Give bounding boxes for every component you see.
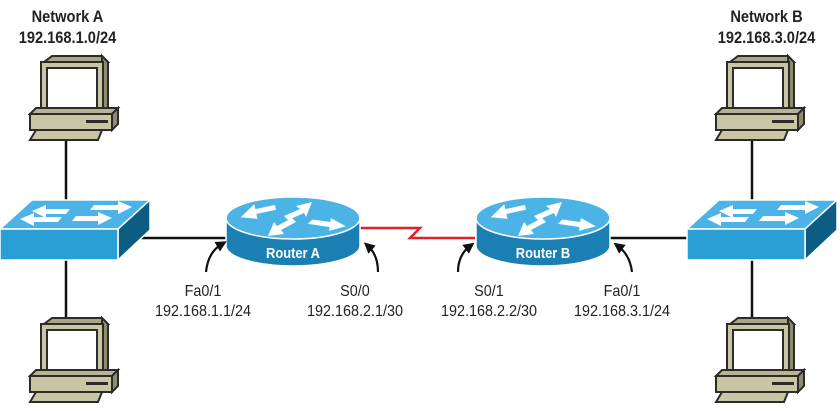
pointer-arrow-icon [204,241,227,273]
interface-ip: 192.168.1.1/24 [154,303,252,320]
interface-name: Fa0/1 [603,283,641,300]
network-a-label: Network A 192.168.1.0/24 [9,6,125,48]
interface-ip: 192.168.3.1/24 [573,303,671,320]
pc-network-b-bottom[interactable] [715,317,805,403]
pointer-arrow-icon [456,242,475,273]
interface-ip: 192.168.2.2/30 [440,303,538,320]
network-b-name: Network B [730,7,803,26]
pc-network-a-top[interactable] [29,55,119,141]
network-a-subnet: 192.168.1.0/24 [18,28,117,47]
pointer-arrow-icon [363,242,380,273]
pc-network-b-top[interactable] [715,55,805,141]
interface-router-b-fa0-1: Fa0/1 192.168.3.1/24 [564,282,681,322]
interface-ip: 192.168.2.1/30 [306,303,404,320]
network-b-label: Network B 192.168.3.0/24 [703,6,829,48]
serial-link [360,226,475,240]
network-b-subnet: 192.168.3.0/24 [717,28,816,47]
router-a-label: Router A [266,245,320,262]
network-a-name: Network A [31,7,104,26]
interface-name: S0/0 [340,283,370,300]
interface-name: S0/1 [474,283,504,300]
pointer-arrow-icon [613,242,634,273]
router-b-label: Router B [515,245,571,262]
switch-a[interactable] [0,199,151,261]
pc-network-a-bottom[interactable] [29,317,119,403]
interface-router-a-fa0-1: Fa0/1 192.168.1.1/24 [145,282,262,322]
interface-router-a-s0-0: S0/0 192.168.2.1/30 [297,282,414,322]
interface-router-b-s0-1: S0/1 192.168.2.2/30 [431,282,548,322]
switch-b[interactable] [686,199,838,261]
interface-name: Fa0/1 [184,283,222,300]
